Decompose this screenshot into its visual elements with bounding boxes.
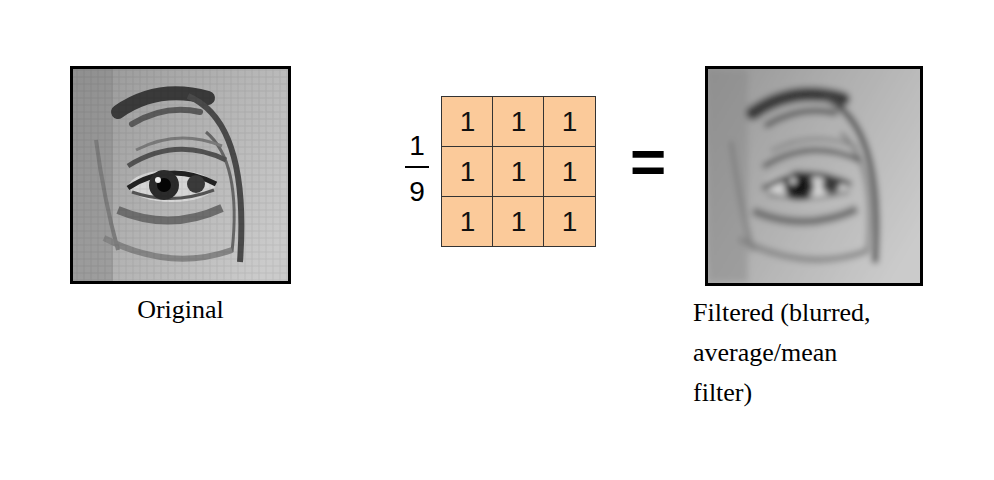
kernel-weight: 1	[460, 208, 476, 236]
fraction-numerator: 1	[402, 132, 432, 160]
kernel-cell: 1	[543, 196, 596, 247]
kernel-cell: 1	[492, 96, 545, 147]
kernel-weight: 1	[511, 158, 527, 186]
fraction-bar	[405, 166, 429, 168]
kernel-weight: 1	[511, 208, 527, 236]
kernel-weight: 1	[460, 108, 476, 136]
original-image-frame: Original	[70, 66, 291, 284]
original-eye-image	[73, 69, 288, 281]
kernel-cell: 1	[441, 146, 494, 197]
kernel-weight: 1	[562, 158, 578, 186]
kernel-cell: 1	[492, 196, 545, 247]
fraction-denominator: 9	[402, 178, 432, 206]
kernel-cell: 1	[543, 146, 596, 197]
kernel-weight: 1	[562, 208, 578, 236]
filtered-eye-image	[708, 69, 920, 283]
image-caption: Original	[137, 295, 224, 325]
image-caption: Filtered (blurred, average/mean filter)	[693, 293, 888, 413]
kernel-cell: 1	[543, 96, 596, 147]
blurred-eye-picture	[708, 69, 920, 283]
kernel-weight: 1	[562, 108, 578, 136]
kernel-cell: 1	[492, 146, 545, 197]
kernel-weight: 1	[511, 108, 527, 136]
kernel-cell: 1	[441, 96, 494, 147]
kernel-cell: 1	[441, 196, 494, 247]
kernel-weight: 1	[460, 158, 476, 186]
eye-picture	[73, 69, 288, 281]
pixel-grid	[73, 69, 288, 281]
filtered-image-frame: Filtered (blurred, average/mean filter)	[705, 66, 923, 286]
equals-sign: =	[618, 131, 678, 193]
